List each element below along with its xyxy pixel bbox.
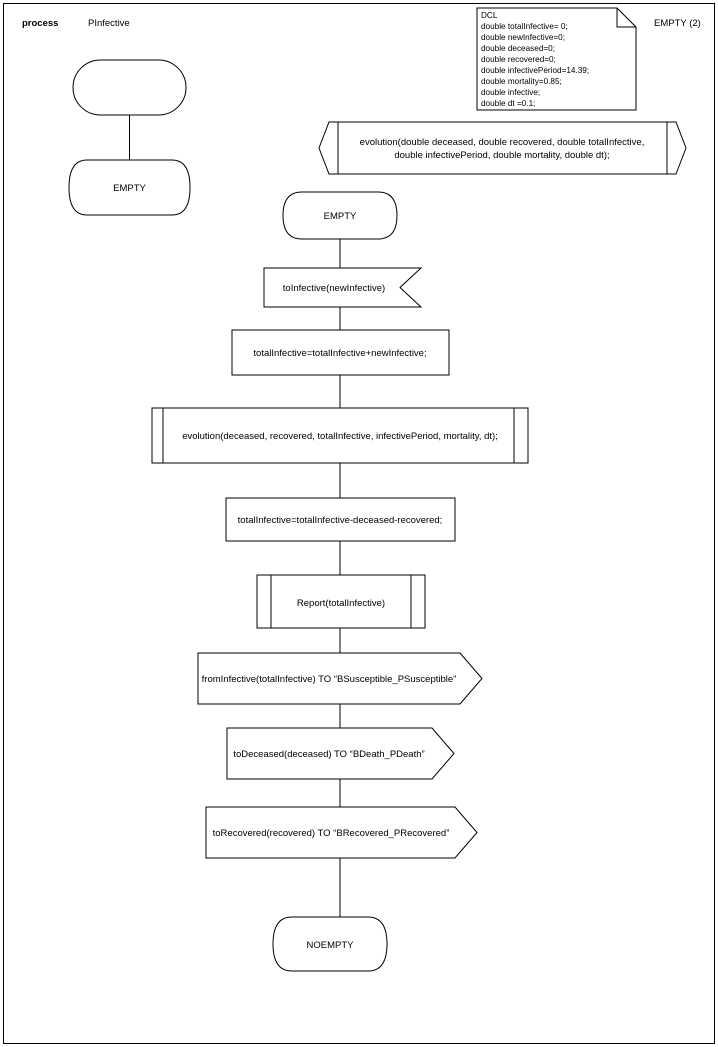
output-signal-frominfective: fromInfective(totalInfective) TO “BSusce… bbox=[197, 652, 483, 705]
dcl-line-5: double infectivePeriod=14.39; bbox=[481, 66, 589, 75]
dcl-line-1: double totalInfective= 0; bbox=[481, 22, 568, 31]
output-signal-frominfective-label: fromInfective(totalInfective) TO “BSusce… bbox=[202, 674, 457, 685]
dcl-line-7: double infective; bbox=[481, 88, 540, 97]
dcl-line-3: double deceased=0; bbox=[481, 44, 555, 53]
dcl-line-8: double dt =0.1; bbox=[481, 99, 535, 108]
page-label: EMPTY (2) bbox=[654, 18, 701, 29]
input-signal-toinfective: toInfective(newInfective) bbox=[263, 267, 423, 308]
task-total-infective-add: totalInfective=totalInfective+newInfecti… bbox=[231, 329, 450, 376]
input-signal-toinfective-label: toInfective(newInfective) bbox=[283, 283, 385, 294]
dcl-line-6: double mortality=0.85; bbox=[481, 77, 562, 86]
procedure-call-evolution-label: evolution(deceased, recovered, totalInfe… bbox=[182, 431, 498, 442]
page-frame bbox=[3, 3, 715, 1044]
output-signal-torecovered-label: toRecovered(recovered) TO “BRecovered_PR… bbox=[213, 828, 450, 839]
procedure-call-report-label: Report(totalInfective) bbox=[297, 598, 385, 609]
procedure-call-report: Report(totalInfective) bbox=[256, 574, 426, 629]
dcl-line-2: double newInfective=0; bbox=[481, 33, 565, 42]
output-signal-todeceased-label: toDeceased(deceased) TO “BDeath_PDeath” bbox=[233, 749, 424, 760]
state-empty-initial-label: EMPTY bbox=[113, 183, 146, 194]
state-empty-start: EMPTY bbox=[282, 191, 398, 240]
dcl-line-4: double recovered=0; bbox=[481, 55, 556, 64]
dcl-line-0: DCL bbox=[481, 11, 498, 20]
process-keyword: process bbox=[22, 18, 58, 29]
procedure-declaration-evolution: evolution(double deceased, double recove… bbox=[318, 121, 687, 175]
state-empty-start-label: EMPTY bbox=[324, 211, 357, 222]
output-signal-todeceased: toDeceased(deceased) TO “BDeath_PDeath” bbox=[226, 727, 455, 780]
state-noempty: NOEMPTY bbox=[272, 916, 388, 972]
procedure-declaration-line2: double infectivePeriod, double mortality… bbox=[394, 150, 609, 161]
task-total-infective-subtract-label: totalInfective=totalInfective-deceased-r… bbox=[238, 515, 443, 526]
procedure-declaration-line1: evolution(double deceased, double recove… bbox=[360, 137, 645, 148]
process-name: PInfective bbox=[88, 18, 130, 29]
state-empty-initial: EMPTY bbox=[68, 159, 191, 216]
procedure-call-evolution: evolution(deceased, recovered, totalInfe… bbox=[151, 407, 529, 464]
task-total-infective-subtract: totalInfective=totalInfective-deceased-r… bbox=[225, 497, 456, 542]
declaration-note: DCL double totalInfective= 0; double new… bbox=[476, 7, 637, 111]
task-total-infective-add-label: totalInfective=totalInfective+newInfecti… bbox=[253, 348, 426, 359]
start-symbol bbox=[72, 59, 187, 116]
output-signal-torecovered: toRecovered(recovered) TO “BRecovered_PR… bbox=[205, 806, 478, 859]
state-noempty-label: NOEMPTY bbox=[307, 940, 355, 951]
